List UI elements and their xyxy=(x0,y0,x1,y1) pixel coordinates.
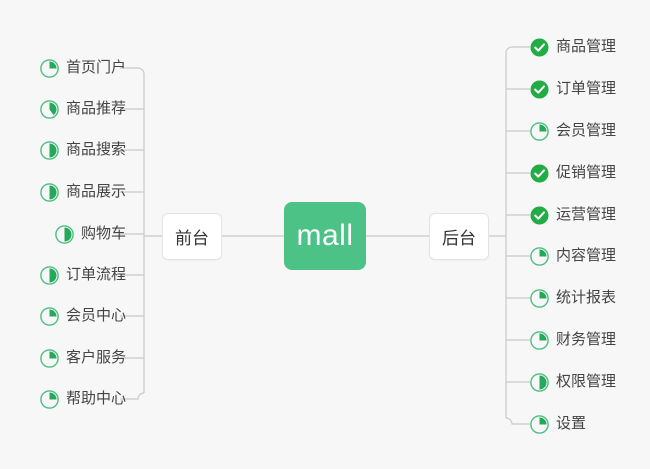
leaf-item-right-0[interactable]: 商品管理 xyxy=(530,36,616,58)
pie-progress-icon xyxy=(530,121,549,141)
pie-progress-icon xyxy=(40,99,59,119)
pie-progress-icon xyxy=(40,58,59,78)
leaf-item-left-6[interactable]: 会员中心 xyxy=(40,305,126,327)
leaf-item-right-1[interactable]: 订单管理 xyxy=(530,78,616,100)
leaf-item-right-6[interactable]: 统计报表 xyxy=(530,287,616,309)
branch-node-frontend[interactable]: 前台 xyxy=(162,213,222,260)
pie-progress-icon xyxy=(530,414,549,434)
pie-progress-icon xyxy=(40,389,59,409)
leaf-item-left-7[interactable]: 客户服务 xyxy=(40,347,126,369)
connector-line xyxy=(505,46,530,54)
leaf-item-right-7[interactable]: 财务管理 xyxy=(530,329,616,351)
leaf-item-right-3[interactable]: 促销管理 xyxy=(530,162,616,184)
leaf-item-right-2[interactable]: 会员管理 xyxy=(530,120,616,142)
pie-progress-icon xyxy=(40,182,59,202)
leaf-item-label: 统计报表 xyxy=(556,289,617,306)
check-circle-icon xyxy=(530,164,549,183)
pie-progress-icon xyxy=(40,140,59,160)
leaf-item-label: 购物车 xyxy=(80,225,126,242)
leaf-item-label: 商品搜索 xyxy=(65,141,126,158)
check-circle-icon xyxy=(530,38,549,57)
leaf-item-left-5[interactable]: 订单流程 xyxy=(40,264,126,286)
pie-progress-icon xyxy=(530,246,549,266)
pie-progress-icon xyxy=(530,288,549,308)
leaf-item-right-9[interactable]: 设置 xyxy=(530,413,586,435)
leaf-item-label: 商品管理 xyxy=(556,38,617,55)
leaf-item-left-4[interactable]: 购物车 xyxy=(55,223,126,245)
check-circle-icon xyxy=(530,80,549,99)
pie-progress-icon xyxy=(40,265,59,285)
branch-node-backend[interactable]: 后台 xyxy=(429,213,489,260)
leaf-item-label: 促销管理 xyxy=(556,164,617,181)
leaf-item-label: 运营管理 xyxy=(556,206,617,223)
leaf-item-label: 商品展示 xyxy=(65,183,126,200)
branch-node-frontend-label: 前台 xyxy=(175,229,209,248)
leaf-item-left-0[interactable]: 首页门户 xyxy=(40,57,126,79)
connector-line xyxy=(505,417,530,425)
leaf-item-label: 首页门户 xyxy=(65,59,126,76)
leaf-item-label: 订单管理 xyxy=(556,80,617,97)
leaf-item-label: 内容管理 xyxy=(556,247,617,264)
leaf-item-label: 商品推荐 xyxy=(65,100,126,117)
leaf-item-label: 订单流程 xyxy=(65,266,126,283)
pie-progress-icon xyxy=(40,306,59,326)
pie-progress-icon xyxy=(40,348,59,368)
leaf-item-right-8[interactable]: 权限管理 xyxy=(530,371,616,393)
leaf-item-left-3[interactable]: 商品展示 xyxy=(40,181,126,203)
pie-progress-icon xyxy=(530,372,549,392)
leaf-item-label: 会员中心 xyxy=(65,307,126,324)
leaf-item-label: 财务管理 xyxy=(556,331,617,348)
leaf-item-left-1[interactable]: 商品推荐 xyxy=(40,98,126,120)
leaf-item-right-4[interactable]: 运营管理 xyxy=(530,204,616,226)
leaf-item-label: 设置 xyxy=(556,415,587,432)
pie-progress-icon xyxy=(55,224,74,244)
root-node-label: mall xyxy=(296,219,354,252)
leaf-item-left-2[interactable]: 商品搜索 xyxy=(40,139,126,161)
leaf-item-label: 会员管理 xyxy=(556,122,617,139)
leaf-item-right-5[interactable]: 内容管理 xyxy=(530,245,616,267)
leaf-item-left-8[interactable]: 帮助中心 xyxy=(40,388,126,410)
check-circle-icon xyxy=(530,206,549,225)
leaf-item-label: 权限管理 xyxy=(556,373,617,390)
root-node-mall[interactable]: mall xyxy=(284,202,366,270)
leaf-item-label: 帮助中心 xyxy=(65,390,126,407)
branch-node-backend-label: 后台 xyxy=(442,229,476,248)
leaf-item-label: 客户服务 xyxy=(65,349,126,366)
pie-progress-icon xyxy=(530,330,549,350)
